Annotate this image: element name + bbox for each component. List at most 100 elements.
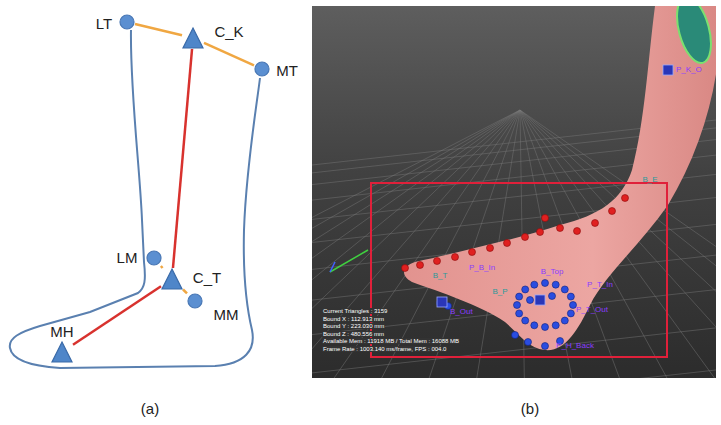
marker-dot xyxy=(552,281,559,288)
triangle-shape xyxy=(52,342,72,362)
triangle-shape xyxy=(162,269,182,289)
marker-dot xyxy=(561,317,568,324)
point-label: MH xyxy=(50,324,73,339)
marker-dot xyxy=(516,310,523,317)
grid-line xyxy=(312,110,520,378)
grid-line xyxy=(312,110,520,378)
marker-name: B_T xyxy=(433,272,448,280)
marker-dot xyxy=(417,262,424,269)
marker-dot xyxy=(542,343,549,350)
marker-dot xyxy=(549,293,556,300)
marker-dot xyxy=(402,265,409,272)
grid-line xyxy=(312,110,520,378)
marker-cube xyxy=(437,297,447,307)
marker-dot xyxy=(557,225,564,232)
marker-dot xyxy=(592,220,599,227)
point-label: MM xyxy=(214,307,239,322)
segment-line xyxy=(183,290,187,294)
marker-name: B_E xyxy=(642,176,657,184)
segment-line xyxy=(161,266,163,268)
cut-section xyxy=(671,6,716,67)
grid-line xyxy=(312,110,520,378)
circle-marker xyxy=(119,14,135,30)
marker-dot xyxy=(531,281,538,288)
grid-line xyxy=(312,370,716,378)
marker-dot xyxy=(434,258,441,265)
marker-dot xyxy=(522,234,529,241)
marker-dot xyxy=(516,293,523,300)
marker-dot xyxy=(522,286,529,293)
panel-letter: (a) xyxy=(141,401,159,416)
circle-shape xyxy=(188,294,202,308)
landmark-point: LM xyxy=(146,250,162,266)
marker-dot xyxy=(537,229,544,236)
highlight-frame xyxy=(371,183,667,357)
marker-cube xyxy=(535,295,545,305)
segment-line xyxy=(173,49,192,268)
marker-dot xyxy=(512,332,519,339)
marker-name: B_Out xyxy=(450,308,473,316)
grid-line xyxy=(312,110,520,378)
status-text: Bound Z : 480.556 mm xyxy=(322,331,385,337)
center-point: MH xyxy=(51,341,73,363)
grid-line xyxy=(312,110,520,378)
marker-dot xyxy=(561,286,568,293)
marker-dot xyxy=(487,245,494,252)
marker-dot xyxy=(570,302,577,309)
grid-line xyxy=(312,328,716,373)
marker-dot xyxy=(527,297,534,304)
status-text: Frame Rate : 1003.140 ms/frame, FPS : 00… xyxy=(322,346,447,352)
marker-name: P_T_In xyxy=(587,281,613,289)
segment-line xyxy=(73,286,161,344)
circle-marker xyxy=(187,293,203,309)
marker-dot xyxy=(514,302,521,309)
marker-dot xyxy=(452,254,459,261)
marker-name: B_Top xyxy=(541,268,564,276)
landmark-point: MM xyxy=(187,293,203,309)
marker-dot xyxy=(622,195,629,202)
triangle-marker xyxy=(51,341,73,363)
point-label: LT xyxy=(96,16,112,31)
triangle-marker xyxy=(161,268,183,290)
marker-dot xyxy=(542,280,549,287)
grid-line xyxy=(312,110,520,378)
marker-dot xyxy=(531,322,538,329)
circle-shape xyxy=(255,62,269,76)
marker-dot xyxy=(542,215,549,222)
marker-dot xyxy=(525,339,532,346)
status-text: Available Mem : 11918 MB / Total Mem : 1… xyxy=(322,338,460,344)
point-label: C_K xyxy=(214,24,243,39)
grid-line xyxy=(312,110,520,378)
point-label: LM xyxy=(117,250,138,265)
panel-letter: (b) xyxy=(521,401,539,416)
center-point: C_T xyxy=(161,268,183,290)
landmark-point: LT xyxy=(119,14,135,30)
segment-line xyxy=(135,24,182,35)
point-label: C_T xyxy=(193,270,221,285)
marker-name: P_K_O xyxy=(676,66,702,74)
marker-dot xyxy=(542,324,549,331)
marker-dot xyxy=(567,310,574,317)
status-text: Bound Y : 223.030 mm xyxy=(322,323,385,329)
leg-model xyxy=(404,6,716,350)
point-label: MT xyxy=(276,63,298,78)
axis-line xyxy=(330,250,368,272)
leg-outline xyxy=(10,30,260,368)
center-point: C_K xyxy=(182,27,204,49)
marker-name: P_H_Back xyxy=(556,342,594,350)
marker-dot xyxy=(574,228,581,235)
axis-line xyxy=(330,262,335,272)
status-text: Current Triangles : 3159 xyxy=(322,308,388,314)
marker-dot xyxy=(567,293,574,300)
marker-dots xyxy=(402,65,674,350)
marker-name: P_B_In xyxy=(469,264,495,272)
marker-cube xyxy=(663,65,673,75)
marker-name: B_P xyxy=(492,288,507,296)
marker-dot xyxy=(552,322,559,329)
circle-shape xyxy=(120,15,134,29)
marker-dot xyxy=(469,249,476,256)
